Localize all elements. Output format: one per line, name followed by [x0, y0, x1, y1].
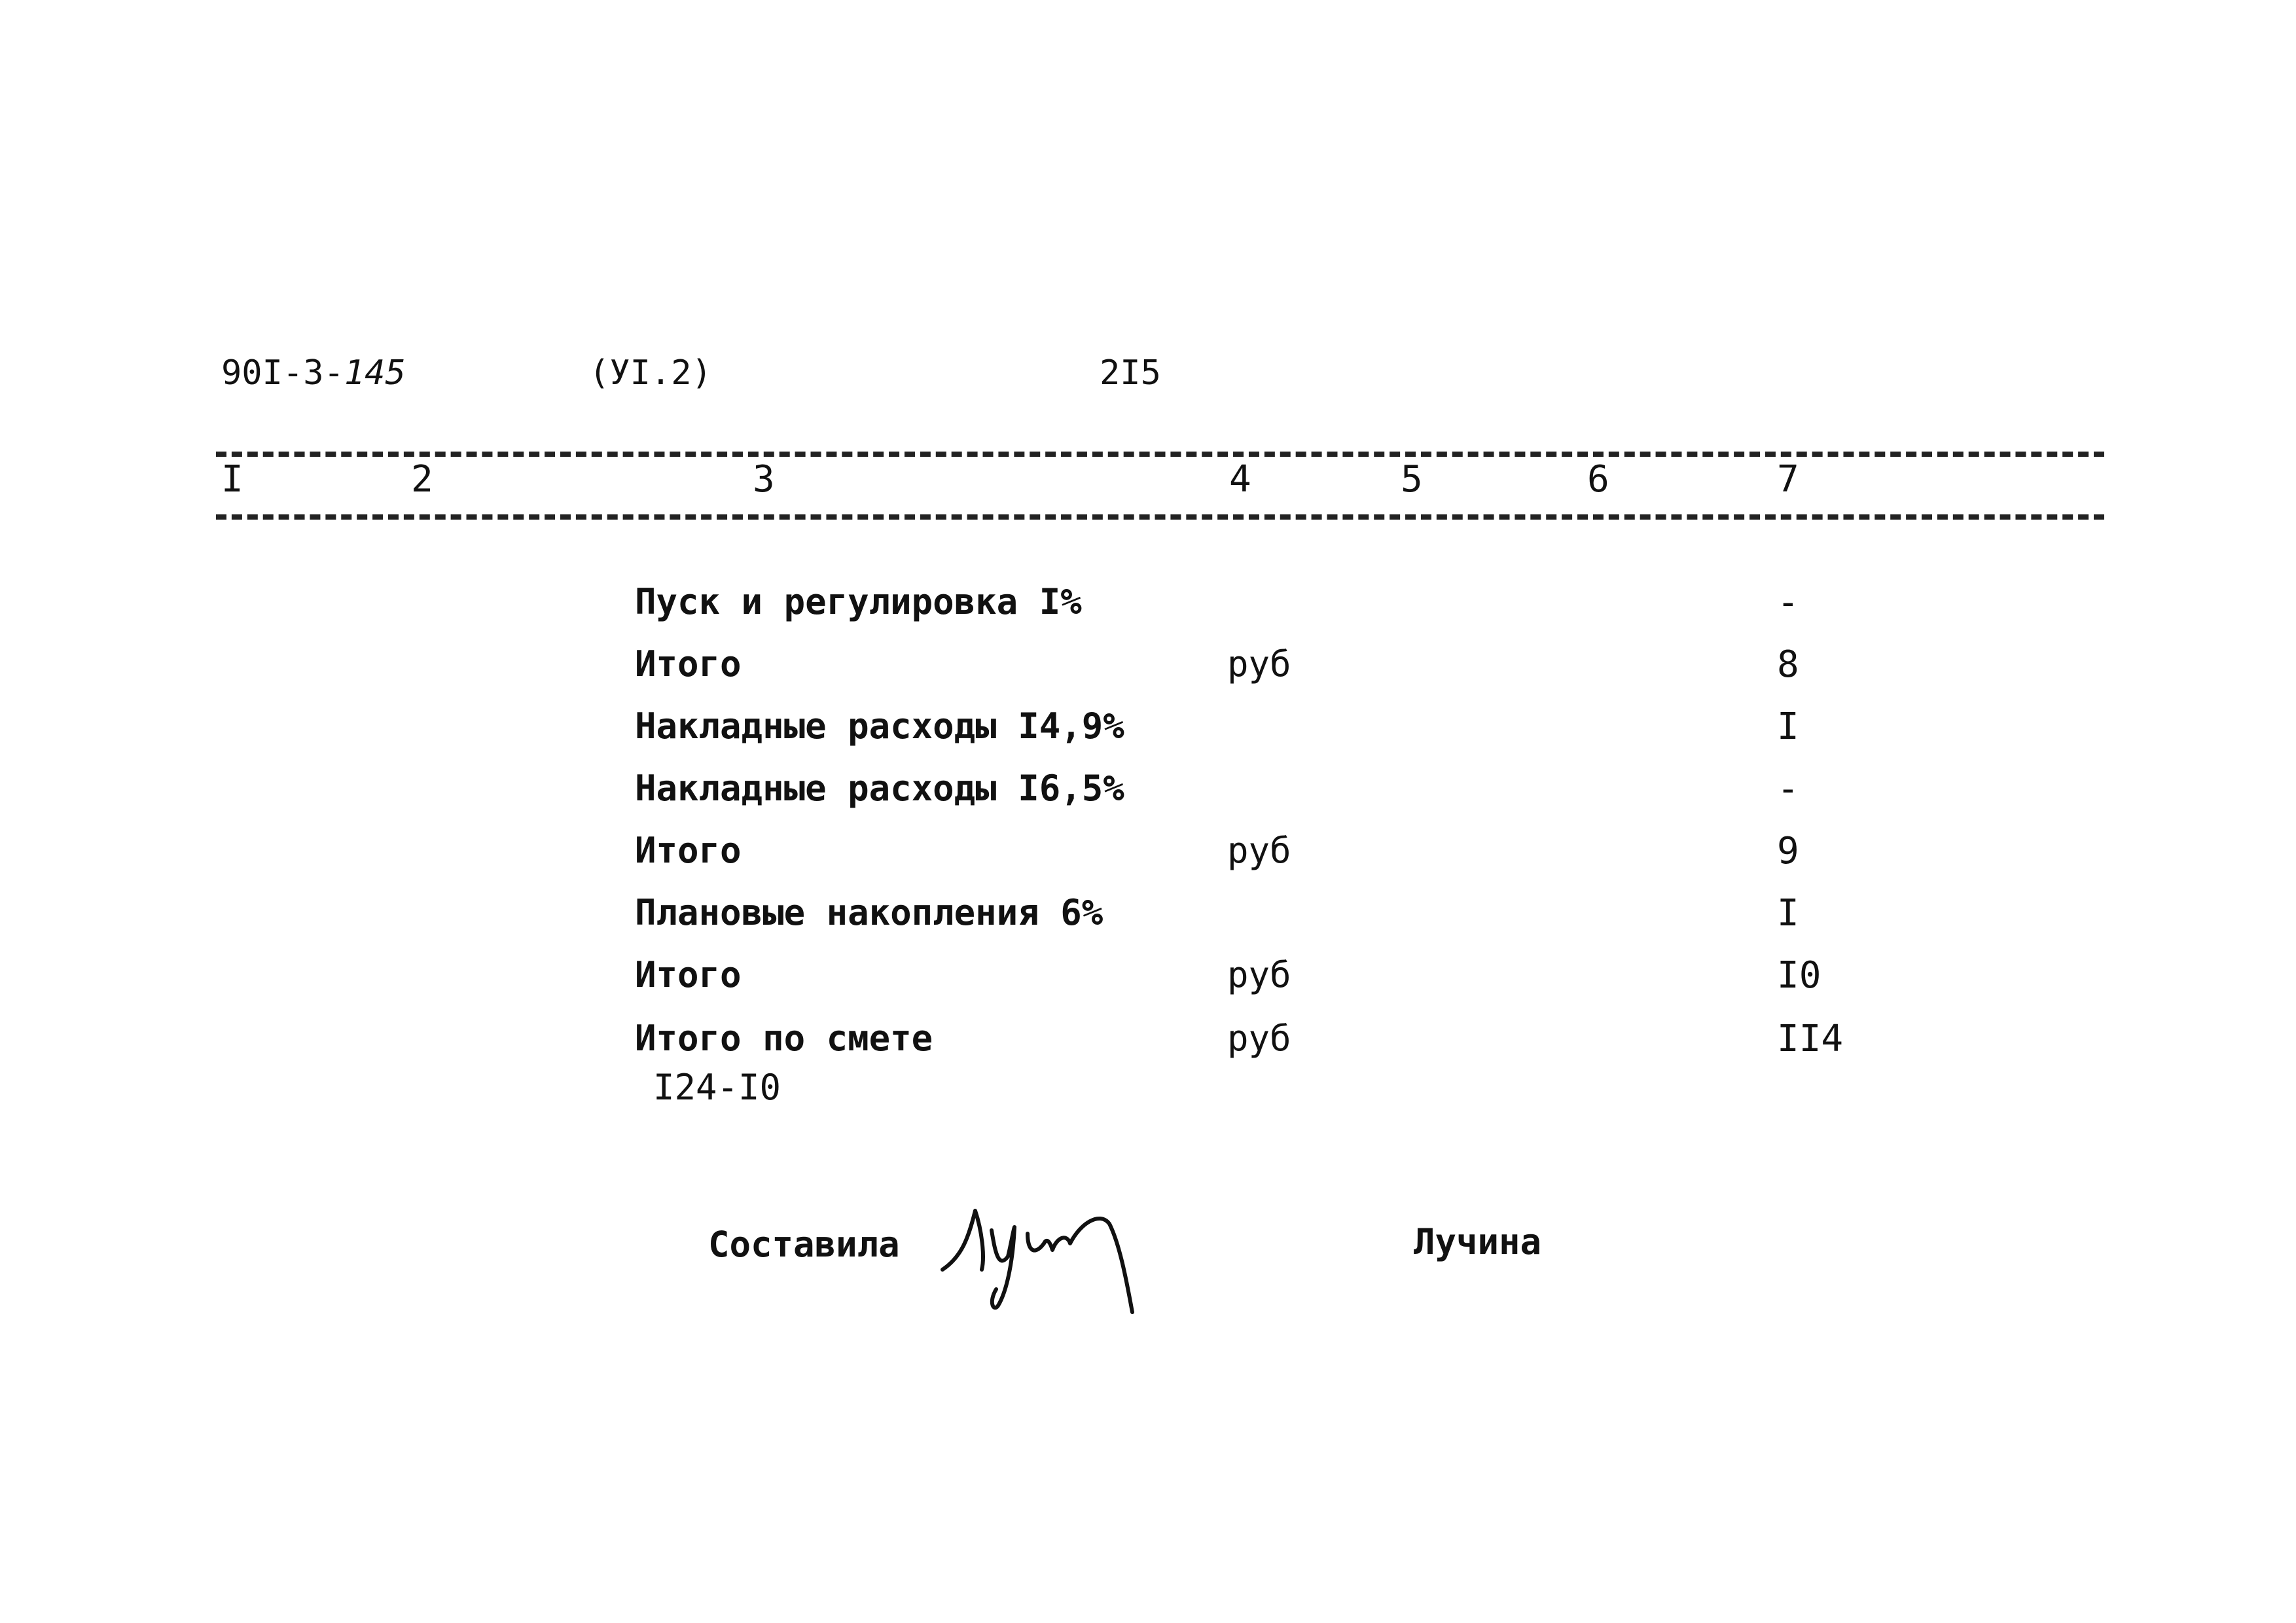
handwritten-signature [941, 1209, 1134, 1314]
page-number: 2I5 [1100, 353, 1161, 393]
row-value: I [1777, 892, 1799, 935]
column-number-2: 2 [411, 458, 433, 501]
section-code: (УI.2) [589, 353, 712, 393]
row-label: Накладные расходы I4,9% [635, 705, 1124, 747]
row-value: I0 [1777, 954, 1821, 997]
column-number-3: 3 [753, 458, 775, 501]
row-unit: руб [1227, 830, 1291, 871]
table-row: Итого руб 8 [0, 643, 2296, 706]
table-row: Накладные расходы I4,9% I [0, 705, 2296, 768]
top-dashed-rule [216, 452, 2104, 457]
compiled-by-label: Составила [708, 1224, 900, 1265]
bottom-dashed-rule [216, 514, 2104, 520]
table-row: Плановые накопления 6% I [0, 892, 2296, 955]
row-value: - [1777, 581, 1799, 624]
column-number-5: 5 [1401, 458, 1423, 501]
document-number-prefix: 90I-3- [221, 353, 344, 393]
row-label: Итого [635, 830, 742, 871]
row-value: I [1777, 705, 1799, 748]
row-unit: руб [1227, 1018, 1291, 1059]
row-label: Пуск и регулировка I% [635, 581, 1082, 622]
row-value: - [1777, 768, 1799, 810]
column-number-7: 7 [1777, 458, 1799, 501]
document-number: 90I-3-145 [221, 353, 406, 393]
column-number-6: 6 [1587, 458, 1609, 501]
column-number-1: I [221, 458, 243, 501]
table-row: Итого руб I0 [0, 954, 2296, 1017]
row-value: II4 [1777, 1018, 1844, 1060]
table-row: Итого руб 9 [0, 830, 2296, 893]
estimate-code: I24-I0 [653, 1067, 781, 1108]
row-value: 9 [1777, 830, 1799, 872]
column-number-4: 4 [1229, 458, 1251, 501]
row-label: Итого [635, 954, 742, 995]
row-unit: руб [1227, 954, 1291, 995]
row-value: 8 [1777, 643, 1799, 686]
table-row: Накладные расходы I6,5% - [0, 768, 2296, 830]
document-number-handwritten: 145 [344, 353, 406, 393]
row-label: Накладные расходы I6,5% [635, 768, 1124, 809]
row-label: Плановые накопления 6% [635, 892, 1103, 933]
row-label: Итого [635, 643, 742, 685]
table-row: Итого по смете руб II4 [0, 1018, 2296, 1080]
compiler-name: Лучина [1414, 1221, 1542, 1262]
row-unit: руб [1227, 643, 1291, 685]
row-label: Итого по смете [635, 1018, 933, 1059]
table-row: Пуск и регулировка I% - [0, 581, 2296, 644]
